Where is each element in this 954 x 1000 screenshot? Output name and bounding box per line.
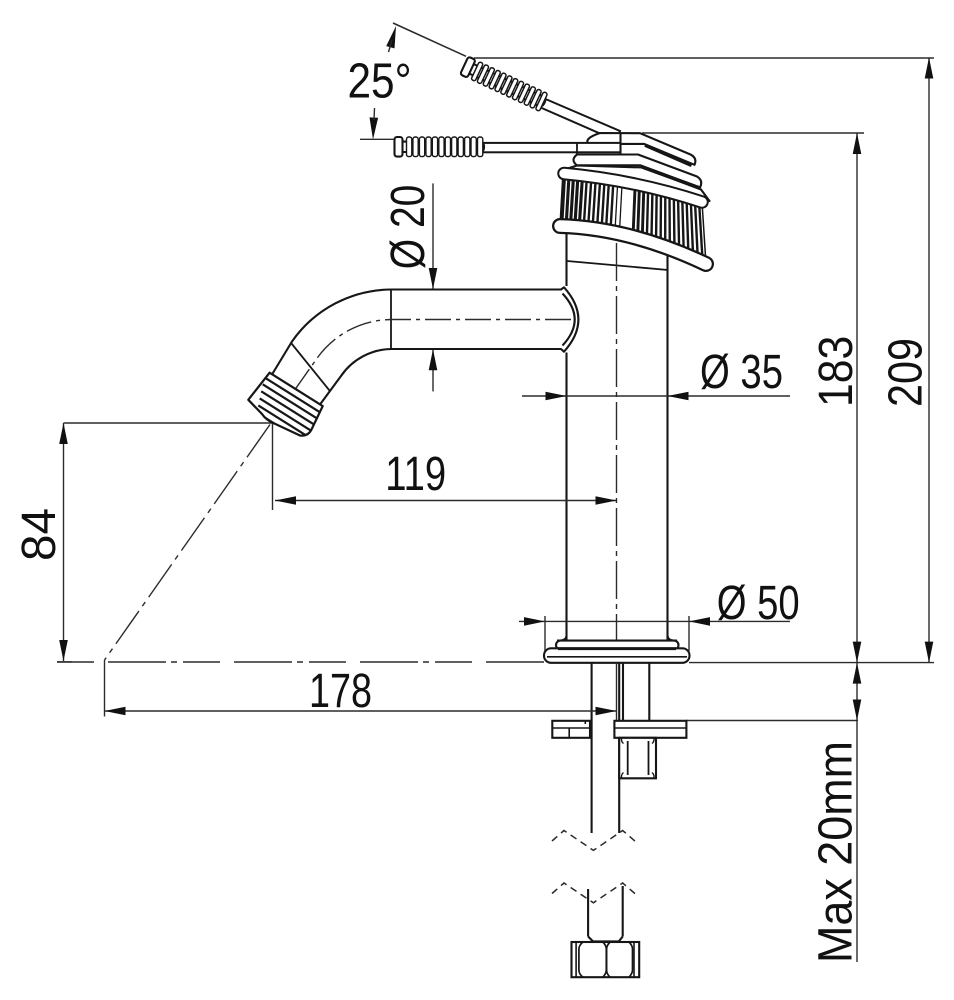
svg-text:Ø 20: Ø 20 xyxy=(382,185,435,270)
svg-text:209: 209 xyxy=(880,338,933,407)
svg-text:Max 20mm: Max 20mm xyxy=(810,741,863,963)
svg-text:Ø 35: Ø 35 xyxy=(700,346,783,399)
svg-text:183: 183 xyxy=(810,336,863,407)
svg-text:Ø 50: Ø 50 xyxy=(717,577,800,630)
svg-text:178: 178 xyxy=(309,665,372,718)
svg-text:84: 84 xyxy=(13,508,66,561)
svg-text:25°: 25° xyxy=(348,55,412,109)
svg-text:119: 119 xyxy=(385,448,446,501)
